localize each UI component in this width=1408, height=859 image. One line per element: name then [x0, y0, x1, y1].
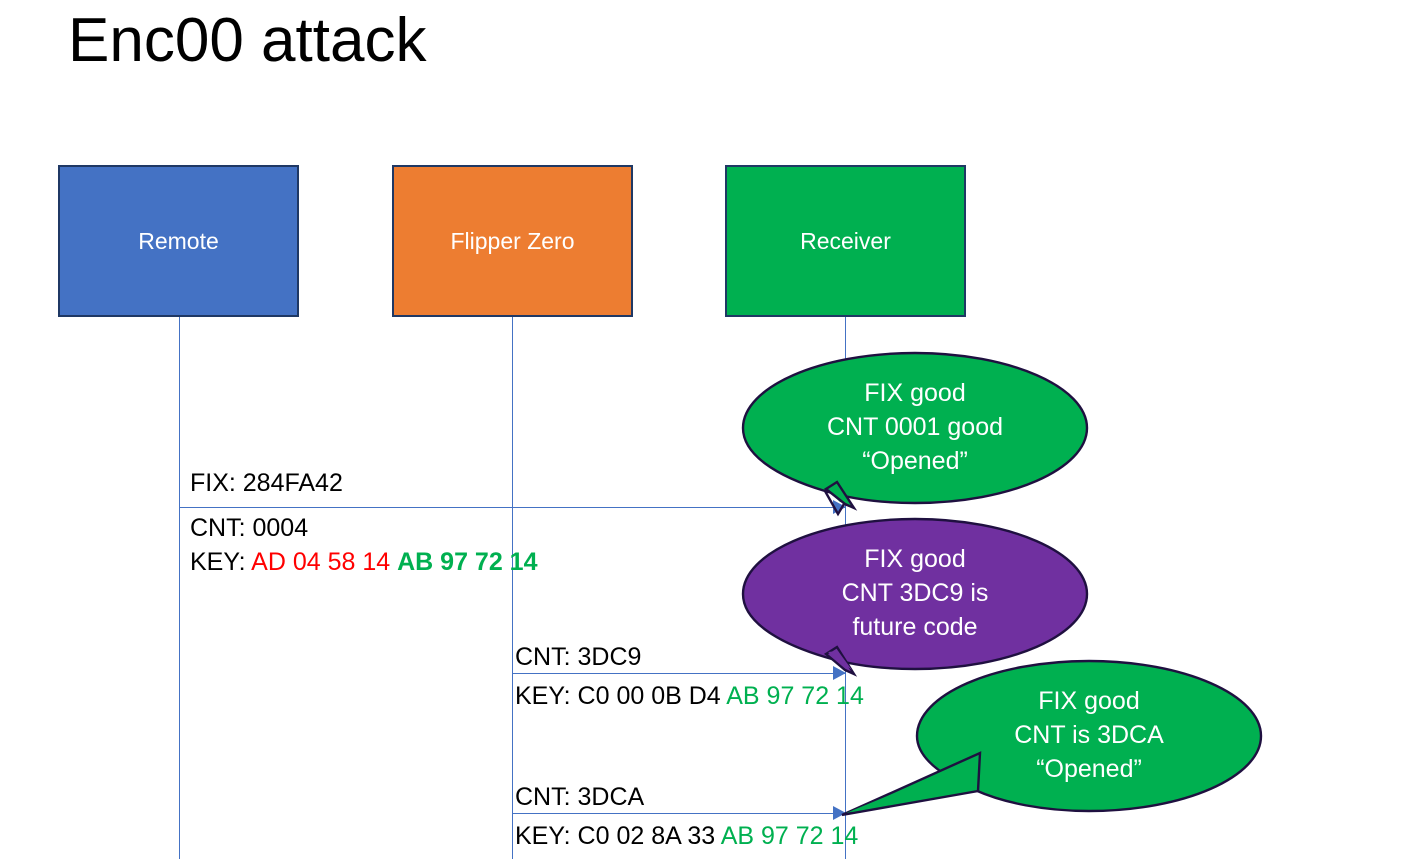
message-3-key-label: KEY: C0 02 8A 33 AB 97 72 14 [515, 819, 858, 853]
message-2-key-text: KEY: C0 00 0B D4 AB 97 72 14 [515, 679, 864, 713]
message-1-key-prefix: KEY: [190, 548, 252, 576]
message-3-cnt-label: CNT: 3DCA [515, 780, 644, 814]
actor-label-remote: Remote [138, 228, 219, 254]
message-2-cnt-label: CNT: 3DC9 [515, 640, 641, 674]
message-1-key-fixed-bytes: AB 97 72 14 [397, 548, 538, 576]
message-3-key-fixed-bytes: AB 97 72 14 [720, 822, 859, 850]
message-2-key-prefix: KEY: C0 00 0B D4 [515, 682, 727, 710]
message-3-cnt-text: CNT: 3DCA [515, 783, 645, 811]
message-1-fix-label: FIX: 284FA42 [190, 466, 343, 500]
callout-bubble-3: FIX good CNT is 3DCA “Opened” [841, 659, 1263, 817]
lifeline-remote [179, 317, 180, 859]
message-arrow-3 [512, 813, 845, 814]
message-arrow-1 [179, 507, 845, 508]
callout-shape-1 [741, 351, 1089, 517]
message-2-key-fixed-bytes: AB 97 72 14 [726, 682, 864, 710]
message-2-key-label: KEY: C0 00 0B D4 AB 97 72 14 [515, 679, 864, 713]
arrow-head-icon-3 [833, 806, 846, 820]
actor-label-flipper: Flipper Zero [450, 228, 575, 254]
message-1-payload-label: CNT: 0004 KEY: AD 04 58 14 AB 97 72 14 [190, 511, 537, 579]
actor-label-receiver: Receiver [800, 228, 891, 254]
message-1-cnt-text: CNT: 0004 [190, 514, 309, 542]
actor-box-remote: Remote [58, 165, 299, 317]
message-3-key-text: KEY: C0 02 8A 33 AB 97 72 14 [515, 819, 858, 853]
lifeline-flipper [512, 317, 513, 859]
message-1-key-old-bytes: AD 04 58 14 [251, 548, 398, 576]
page-title: Enc00 attack [68, 6, 427, 75]
message-1-key-text: KEY: AD 04 58 14 AB 97 72 14 [190, 545, 537, 579]
message-arrow-2 [512, 673, 845, 674]
callout-shape-3 [841, 659, 1263, 817]
message-2-cnt-text: CNT: 3DC9 [515, 643, 642, 671]
callout-shape-2 [741, 517, 1089, 677]
message-1-fix-text: FIX: 284FA42 [190, 469, 343, 497]
actor-box-receiver: Receiver [725, 165, 966, 317]
callout-bubble-2: FIX good CNT 3DC9 is future code [741, 517, 1089, 677]
actor-box-flipper: Flipper Zero [392, 165, 633, 317]
message-3-key-prefix: KEY: C0 02 8A 33 [515, 822, 721, 850]
callout-bubble-1: FIX good CNT 0001 good “Opened” [741, 351, 1089, 517]
